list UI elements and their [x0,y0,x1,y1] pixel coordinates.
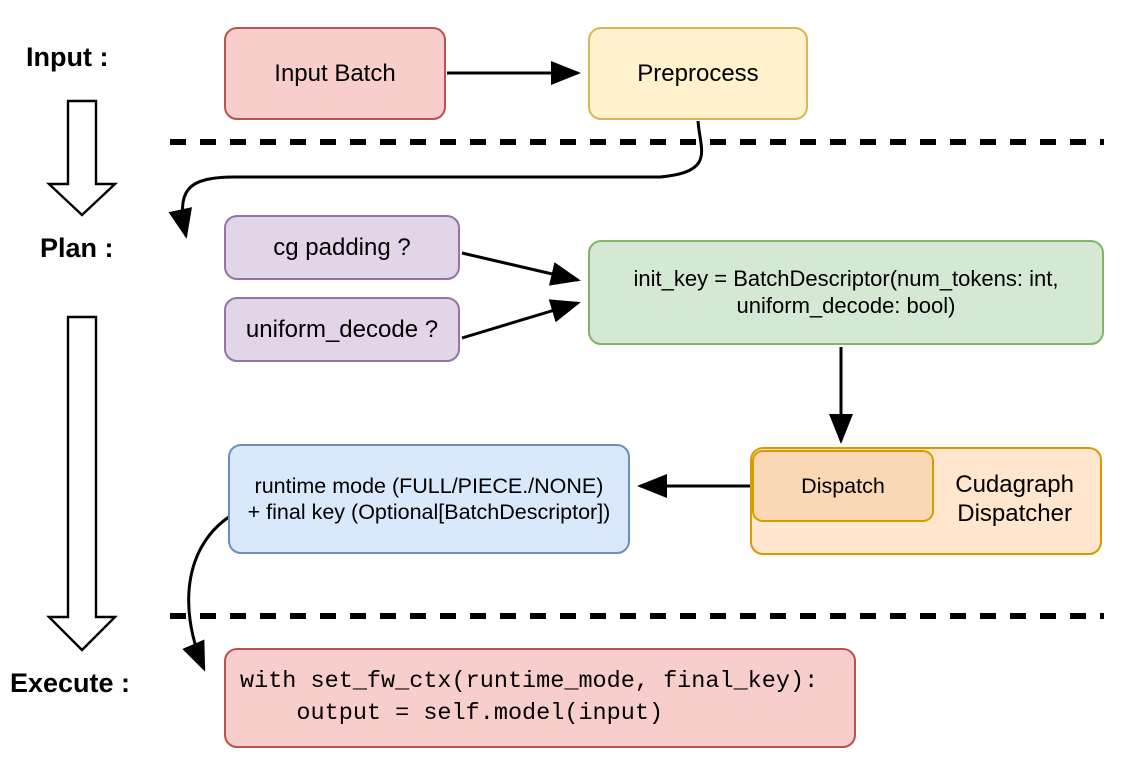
node-execute-code[interactable]: with set_fw_ctx(runtime_mode, final_key)… [224,648,856,748]
stage-label-input: Input : [26,42,109,72]
plan-to-execute-arrow [46,315,118,652]
stage-label-plan: Plan : [40,233,114,263]
edge-uniform-decode-to-init-key [461,299,581,340]
edge-cg-padding-to-init-key [461,251,581,286]
stage-label-execute: Execute : [10,668,131,698]
node-init-key[interactable]: init_key = BatchDescriptor(num_tokens: i… [588,240,1104,345]
node-preprocess[interactable]: Preprocess [588,27,808,120]
node-input-batch[interactable]: Input Batch [224,27,446,120]
node-uniform-decode[interactable]: uniform_decode ? [224,297,460,362]
node-dispatch[interactable]: Dispatch [752,450,934,522]
input-to-plan-arrow [45,99,119,217]
node-runtime-mode[interactable]: runtime mode (FULL/PIECE./NONE) + final … [228,444,630,554]
node-cg-padding[interactable]: cg padding ? [224,215,460,280]
